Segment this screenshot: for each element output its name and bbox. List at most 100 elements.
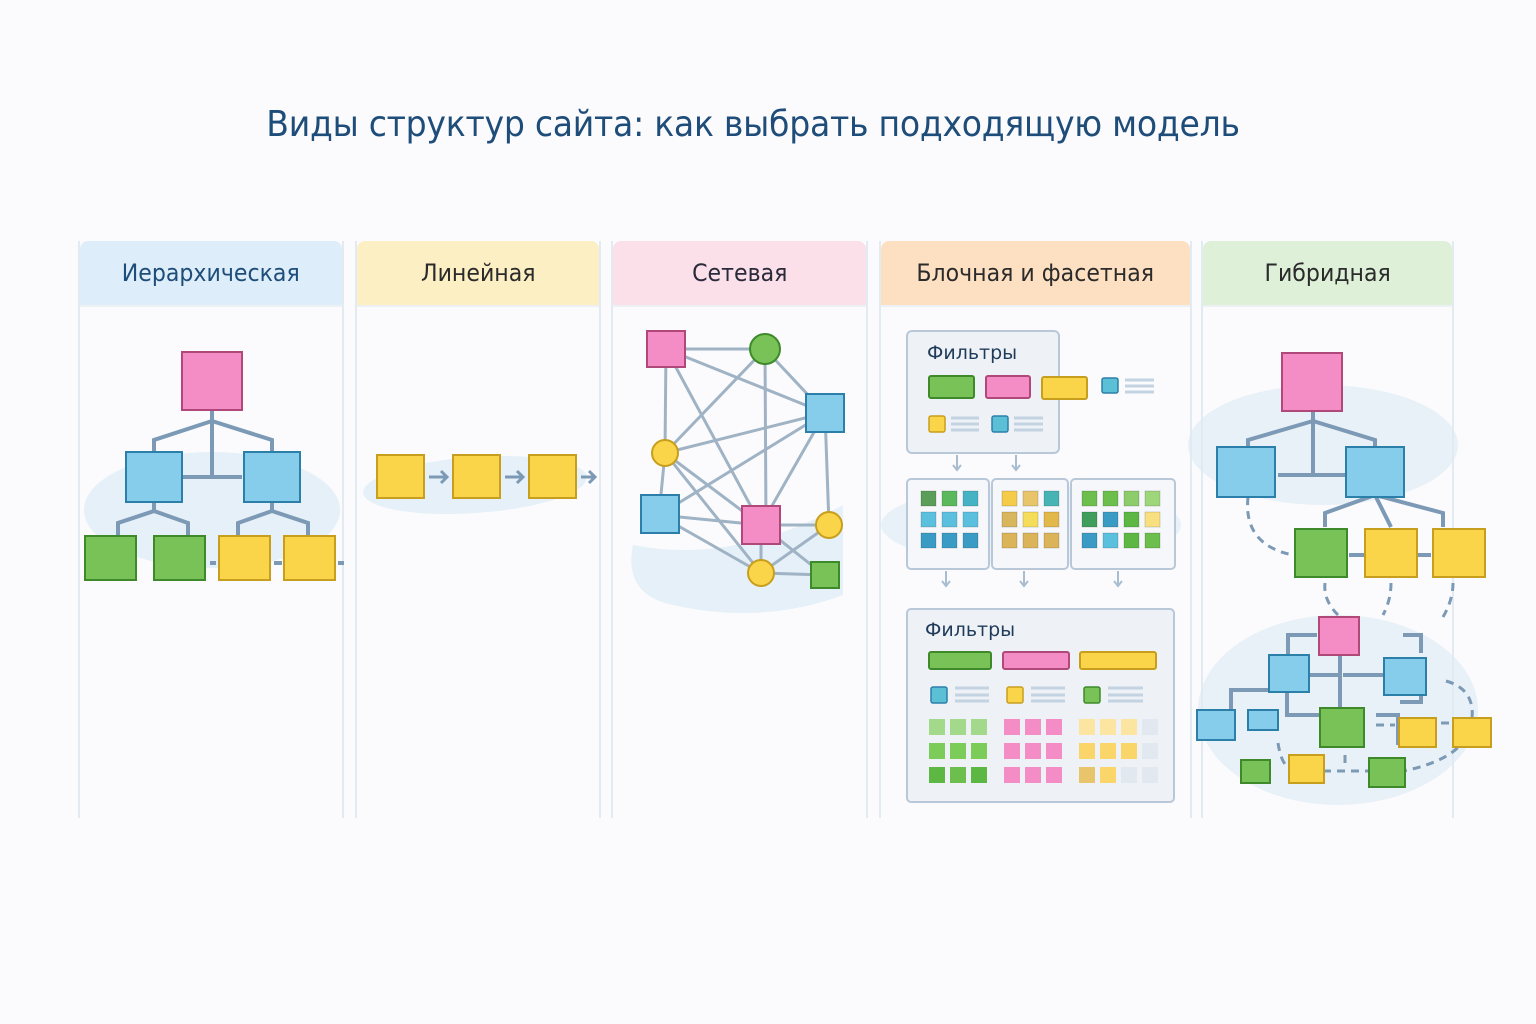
result-tile[interactable] <box>1004 743 1020 759</box>
column-header-linear: Линейная <box>357 241 599 307</box>
root-node <box>181 351 243 411</box>
result-tile[interactable] <box>929 767 945 783</box>
result-tile[interactable] <box>1121 767 1137 783</box>
content-tile <box>1144 532 1161 549</box>
result-tile[interactable] <box>929 743 945 759</box>
result-tile[interactable] <box>1079 767 1095 783</box>
filter-chip[interactable] <box>1002 651 1070 670</box>
page-node <box>805 393 845 433</box>
result-tile[interactable] <box>1142 767 1158 783</box>
category-node <box>243 451 301 503</box>
tree-connectors <box>116 411 344 565</box>
result-tile[interactable] <box>971 743 987 759</box>
content-tile <box>1043 490 1060 507</box>
filter-checkbox[interactable] <box>1006 686 1024 704</box>
page-node <box>283 535 336 581</box>
page-title: Виды структур сайта: как выбрать подходя… <box>266 104 1240 145</box>
result-tile[interactable] <box>1004 767 1020 783</box>
result-tile[interactable] <box>1100 719 1116 735</box>
content-tile <box>1144 511 1161 528</box>
result-tile[interactable] <box>1046 743 1062 759</box>
filter-panel-title: Фильтры <box>925 619 1015 641</box>
result-tile[interactable] <box>1004 719 1020 735</box>
column-hybrid: Гибридная <box>1188 241 1492 818</box>
result-tile[interactable] <box>1079 719 1095 735</box>
page-node <box>1319 707 1365 748</box>
result-tile[interactable] <box>1025 743 1041 759</box>
filter-checkbox[interactable] <box>1101 377 1119 394</box>
step-node <box>376 454 425 499</box>
tree-connectors <box>1246 411 1445 557</box>
filter-chip[interactable] <box>1079 651 1157 670</box>
page-node <box>218 535 271 581</box>
content-tile <box>920 490 937 507</box>
content-tile <box>1001 490 1018 507</box>
column-hierarchical: Иерархическая <box>78 241 344 818</box>
content-tile <box>1022 532 1039 549</box>
filter-option-lines <box>1125 378 1154 394</box>
result-tile[interactable] <box>1142 719 1158 735</box>
result-tile[interactable] <box>1079 743 1095 759</box>
result-tile[interactable] <box>950 719 966 735</box>
network-links <box>657 347 831 577</box>
linear-diagram <box>363 454 598 515</box>
content-tile <box>1144 490 1161 507</box>
result-tile[interactable] <box>1142 743 1158 759</box>
content-tile <box>962 532 979 549</box>
filter-chip[interactable] <box>985 375 1031 399</box>
root-node <box>1281 352 1343 412</box>
content-tile <box>1081 532 1098 549</box>
content-tile <box>1043 532 1060 549</box>
topic-node <box>651 439 679 467</box>
result-tile[interactable] <box>1121 719 1137 735</box>
content-tile <box>941 532 958 549</box>
result-tile[interactable] <box>950 767 966 783</box>
result-tile[interactable] <box>971 719 987 735</box>
content-tile <box>1022 511 1039 528</box>
page-node <box>1364 528 1418 578</box>
content-tile <box>920 511 937 528</box>
filter-chip[interactable] <box>928 375 975 399</box>
filter-chip[interactable] <box>928 651 992 670</box>
content-tile <box>1081 490 1098 507</box>
page-node <box>153 535 206 581</box>
category-node <box>1268 654 1310 693</box>
result-tile[interactable] <box>1025 767 1041 783</box>
page-node <box>1240 759 1271 784</box>
network-diagram <box>631 330 845 613</box>
content-tile <box>920 532 937 549</box>
column-header-hierarchical: Иерархическая <box>80 241 342 307</box>
result-tile[interactable] <box>971 767 987 783</box>
topic-node <box>747 559 775 587</box>
column-title: Блочная и фасетная <box>916 259 1155 287</box>
filter-checkbox[interactable] <box>991 415 1009 433</box>
column-linear: Линейная <box>355 241 601 818</box>
page-node <box>1294 528 1348 578</box>
step-node <box>528 454 577 499</box>
page-node <box>1398 717 1437 748</box>
result-tile[interactable] <box>950 743 966 759</box>
filter-checkbox[interactable] <box>928 415 946 433</box>
result-tile[interactable] <box>1025 719 1041 735</box>
page-node <box>1368 757 1406 788</box>
filter-checkbox[interactable] <box>1083 686 1101 704</box>
category-node <box>1216 446 1276 498</box>
result-tile[interactable] <box>929 719 945 735</box>
page-node <box>640 494 680 534</box>
result-tile[interactable] <box>1100 743 1116 759</box>
result-tile[interactable] <box>1046 719 1062 735</box>
filter-panel-title: Фильтры <box>927 342 1017 364</box>
column-title: Гибридная <box>1264 259 1391 287</box>
result-tile[interactable] <box>1100 767 1116 783</box>
category-node <box>1196 709 1236 741</box>
column-title: Линейная <box>420 259 536 287</box>
filter-checkbox[interactable] <box>930 686 948 704</box>
content-tile <box>941 490 958 507</box>
filter-panel-bottom: Фильтры <box>906 608 1175 803</box>
result-tile[interactable] <box>1121 743 1137 759</box>
page-node <box>1288 754 1325 784</box>
page-node <box>810 561 840 589</box>
result-tile[interactable] <box>1046 767 1062 783</box>
filter-chip[interactable] <box>1041 376 1088 400</box>
step-node <box>452 454 501 499</box>
